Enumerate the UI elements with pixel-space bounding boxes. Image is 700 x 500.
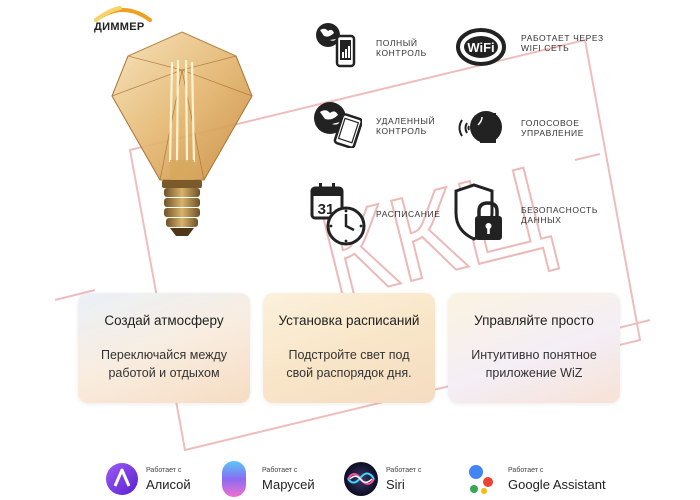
card-text: Переключайся между работой и отдыхом (100, 348, 228, 380)
diamond-filament-bulb (111, 31, 253, 236)
siri-name: Siri (386, 477, 405, 492)
calendar-clock-icon: 31 (310, 183, 366, 246)
wifi-icon-text: WiFi (467, 40, 494, 55)
marusya-works-with: Работает с (262, 467, 298, 474)
feature-wifi: WiFi (456, 22, 506, 77)
google-assistant-name: Google Assistant (508, 477, 606, 492)
siri-works-with: Работает с (386, 467, 422, 474)
calendar-day-text: 31 (318, 201, 335, 218)
feature-full-control-label: ПОЛНЫЙ КОНТРОЛЬ (376, 38, 427, 58)
feature-schedule-label: РАСПИСАНИЕ (376, 209, 441, 219)
card-text: Интуитивно понятное приложение WiZ (471, 348, 597, 380)
globe-tablet-icon (314, 102, 363, 149)
card-title: Создай атмосферу (104, 313, 224, 328)
feature-voice-control (456, 103, 506, 158)
google-works-with: Работает с (508, 467, 544, 474)
feature-schedule: 31 (310, 182, 368, 251)
siri-icon (344, 462, 378, 496)
dimmer-label: ДИММЕР (94, 21, 145, 33)
feature-security (452, 183, 508, 250)
card-simple-control: Управляйте просто Интуитивно понятное пр… (448, 293, 620, 403)
alice-name: Алисой (146, 477, 191, 492)
feature-voice-control-label: ГОЛОСОВОЕ УПРАВЛЕНИЕ (521, 118, 585, 138)
card-atmosphere: Создай атмосферу Переключайся между рабо… (78, 293, 250, 403)
card-title: Установка расписаний (278, 313, 420, 328)
globe-phone-icon (316, 23, 356, 68)
feature-security-label: БЕЗОПАСНОСТЬ ДАННЫХ (521, 205, 599, 225)
alice-works-with: Работает с (146, 467, 182, 474)
wifi-icon: WiFi (456, 28, 506, 66)
dimmer-badge: ДИММЕР (92, 4, 162, 38)
voice-head-icon (458, 111, 502, 143)
feature-remote-control-label: УДАЛЕННЫЙ КОНТРОЛЬ (376, 116, 436, 136)
marusya-name: Марусей (262, 477, 315, 492)
dimmer-arc-icon (94, 6, 152, 22)
alice-icon (106, 463, 138, 495)
feature-remote-control (312, 98, 363, 153)
feature-full-control (312, 18, 362, 73)
marusya-icon (222, 461, 246, 497)
card-schedule: Установка расписаний Подстройте свет под… (263, 293, 435, 403)
card-title: Управляйте просто (474, 313, 594, 328)
feature-wifi-label: РАБОТАЕТ ЧЕРЕЗ WIFI СЕТЬ (521, 33, 604, 53)
shield-lock-icon (454, 183, 502, 241)
card-text: Подстройте свет под свой распорядок дня. (286, 348, 412, 380)
google-assistant-icon (469, 465, 493, 494)
